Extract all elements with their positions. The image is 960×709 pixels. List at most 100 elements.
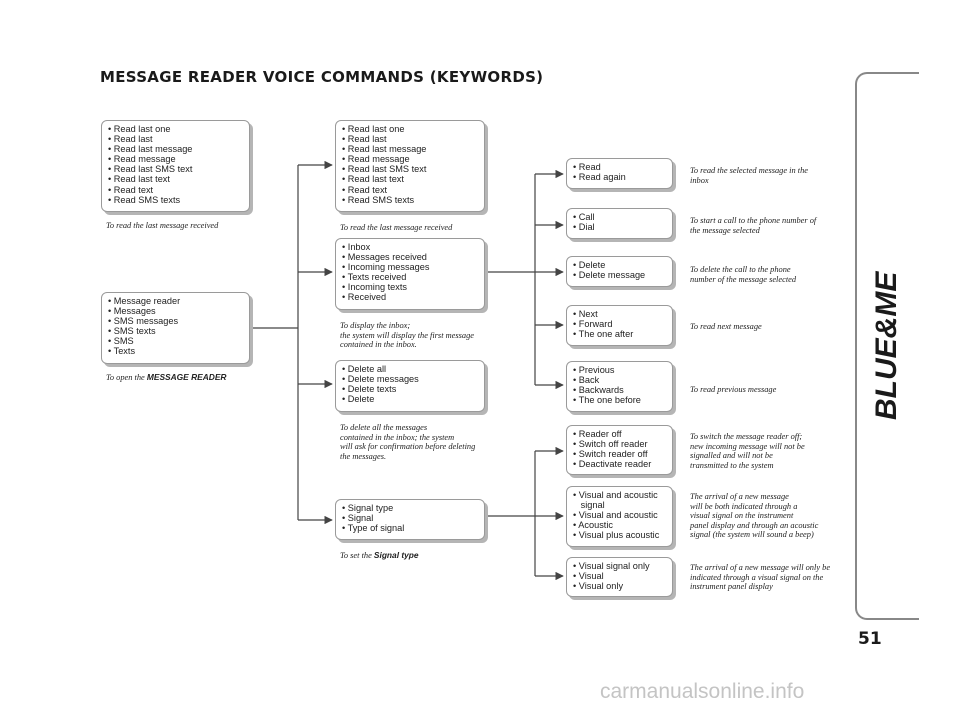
inbox-caption: To display the inbox;the system will dis…: [340, 321, 474, 350]
command-item: • Read: [573, 162, 601, 172]
caption-line: contained in the inbox.: [340, 340, 417, 350]
command-item: • Read last: [108, 134, 153, 145]
desc-next: To read next message: [690, 322, 850, 332]
caption-line: To start a call to the phone number of: [690, 216, 817, 225]
command-item: • Message reader: [108, 296, 181, 306]
sidebar-tab: [855, 72, 919, 620]
caption-line: To delete all the messages: [340, 423, 428, 432]
caption-line: will be both indicated through a: [690, 501, 798, 511]
watermark: carmanualsonline.info: [600, 680, 805, 703]
caption-line: the messages.: [340, 451, 387, 461]
command-item: signal: [573, 500, 605, 511]
mid-read-last-caption: To read the last message received: [340, 223, 453, 232]
command-item: • Delete: [342, 394, 375, 405]
read-last-commands-box: • Read last one• Read last• Read last me…: [101, 120, 250, 212]
command-item: • Dial: [573, 222, 595, 233]
command-item: • Incoming messages: [342, 262, 430, 273]
command-item: • Acoustic: [573, 520, 613, 531]
command-item: • Visual and acoustic: [573, 490, 658, 500]
command-item: • Reader off: [573, 429, 622, 439]
command-item: • Visual and acoustic: [573, 510, 658, 521]
command-item: • Call: [573, 212, 595, 222]
command-item: • Messages received: [342, 252, 427, 263]
command-item: • SMS texts: [108, 326, 156, 337]
command-item: • Visual plus acoustic: [573, 530, 660, 541]
open-reader-commands-box: • Message reader• Messages• SMS messages…: [101, 292, 250, 364]
command-item: • Read SMS texts: [108, 194, 181, 205]
read-last-caption: To read the last message received: [106, 221, 219, 230]
caption-line: contained in the inbox; the system: [340, 432, 455, 442]
command-item: • Inbox: [342, 242, 371, 252]
caption-line: number of the message selected: [690, 274, 797, 284]
caption-text: To open the: [106, 373, 147, 382]
visual-only-box: • Visual signal only• Visual• Visual onl…: [566, 557, 673, 597]
command-item: • Read last message: [342, 144, 427, 155]
caption-line: the message selected: [690, 225, 760, 235]
next-message-box: • Next• Forward• The one after: [566, 305, 673, 346]
signal-type-commands-box: • Signal type• Signal• Type of signal: [335, 499, 485, 540]
desc-reader-off: To switch the message reader off;new inc…: [690, 432, 850, 470]
open-reader-caption: To open the MESSAGE READER: [106, 372, 226, 383]
call-dial-box: • Call• Dial: [566, 208, 673, 239]
svg-text:BLUE&ME: BLUE&ME: [870, 271, 903, 420]
caption-line: instrument panel display: [690, 582, 773, 592]
command-item: • Read SMS texts: [342, 194, 415, 205]
command-item: • Texts: [108, 346, 136, 357]
caption-line: signalled and will not be: [690, 451, 773, 461]
command-item: • Visual only: [573, 581, 624, 592]
read-again-box: • Read• Read again: [566, 158, 673, 189]
command-item: • Read last one: [108, 124, 171, 134]
command-item: • Read text: [342, 184, 388, 195]
caption-line: indicated through a visual signal on the: [690, 572, 824, 582]
caption-line: To read the selected message in the: [690, 166, 809, 175]
command-item: • Read last: [342, 134, 387, 145]
command-item: • Read message: [342, 154, 410, 165]
caption-line: visual signal on the instrument: [690, 511, 794, 521]
command-item: • Type of signal: [342, 523, 405, 534]
caption-line: inbox: [690, 175, 709, 185]
command-item: • Signal: [342, 513, 374, 524]
command-item: • Back: [573, 375, 600, 386]
command-item: • Read again: [573, 172, 626, 183]
command-item: • Read last text: [108, 174, 170, 185]
command-item: • Backwards: [573, 385, 624, 396]
signal-type-caption: To set the Signal type: [340, 550, 419, 561]
command-item: • Previous: [573, 365, 615, 375]
caption-line: To delete the call to the phone: [690, 265, 791, 274]
command-item: • Delete texts: [342, 384, 397, 395]
delete-message-box: • Delete• Delete message: [566, 256, 673, 287]
caption-line: To read next message: [690, 322, 762, 331]
command-item: • Next: [573, 309, 598, 319]
caption-line: panel display and through an acoustic: [690, 520, 819, 530]
desc-visual-only: The arrival of a new message will only b…: [690, 563, 850, 592]
command-item: • Delete message: [573, 270, 646, 281]
command-item: • Switch off reader: [573, 439, 648, 450]
page-number: 51: [858, 629, 882, 649]
previous-message-box: • Previous• Back• Backwards• The one bef…: [566, 361, 673, 412]
command-item: • Texts received: [342, 272, 407, 283]
page-title: MESSAGE READER VOICE COMMANDS (KEYWORDS): [100, 68, 544, 86]
caption-text: To set the: [340, 551, 374, 560]
caption-line: To switch the message reader off;: [690, 432, 803, 441]
command-item: • Visual signal only: [573, 561, 650, 571]
command-item: • Read message: [108, 154, 176, 165]
caption-line: To display the inbox;: [340, 321, 411, 330]
blue-and-me-logo: BLUE&ME: [858, 230, 918, 430]
caption-line: the system will display the first messag…: [340, 330, 474, 340]
visual-acoustic-box: • Visual and acoustic signal• Visual and…: [566, 486, 673, 547]
caption-line: new incoming message will not be: [690, 441, 805, 451]
command-item: • Forward: [573, 319, 613, 330]
caption-line: will ask for confirmation before deletin…: [340, 442, 476, 452]
command-item: • Read last message: [108, 144, 193, 155]
command-item: • Read last SMS text: [342, 164, 427, 175]
command-item: • Read last text: [342, 174, 404, 185]
command-item: • Read last SMS text: [108, 164, 193, 175]
command-item: • Delete: [573, 260, 606, 270]
command-item: • Read last one: [342, 124, 405, 134]
caption-line: To read previous message: [690, 385, 777, 394]
caption-line: The arrival of a new message: [690, 492, 789, 501]
command-item: • SMS messages: [108, 316, 179, 327]
